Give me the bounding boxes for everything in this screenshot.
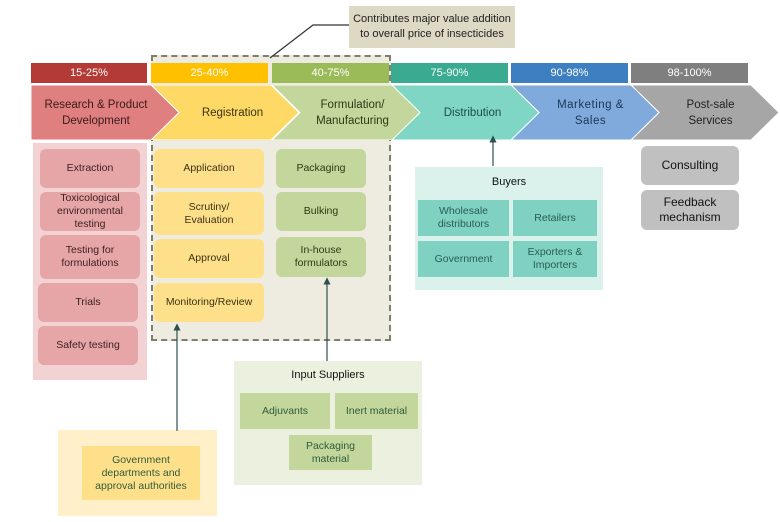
item-text: Trials (75, 296, 101, 308)
item-text: Scrutiny/ (188, 200, 230, 213)
item-text: Packaging (296, 162, 346, 174)
buyer-item-government: Government (418, 241, 509, 277)
item-text: Adjuvants (261, 404, 309, 417)
item-text: testing (74, 218, 106, 230)
percent-bar-rd: 15-25% (31, 63, 147, 83)
percent-label: 40-75% (311, 67, 350, 79)
percent-bar-formulation: 40-75% (272, 63, 389, 83)
stage-label-line: Services (688, 114, 733, 127)
item-text: Government (434, 252, 493, 265)
registration-item-application: Application (154, 149, 264, 188)
item-text: Feedback (663, 195, 717, 209)
formulation-item-bulking: Bulking (276, 192, 366, 231)
item-text: Evaluation (184, 213, 234, 226)
post-sale-item-consulting: Consulting (641, 146, 739, 185)
stage-label-line: Manufacturing (316, 114, 389, 127)
percent-bar-distribution: 75-90% (391, 63, 508, 83)
item-text: Exporters & (527, 246, 583, 258)
item-text: Safety testing (56, 339, 120, 351)
callout-connector-line (269, 24, 349, 59)
registration-item-approval: Approval (154, 239, 264, 278)
item-text: Extraction (66, 162, 114, 174)
stage-label-line: Development (62, 114, 130, 127)
item-text: Wholesale (438, 205, 488, 217)
buyers-title: Buyers (491, 176, 527, 188)
stage-label-formulation: Formulation/Manufacturing (290, 85, 415, 140)
percent-label: 15-25% (70, 67, 108, 79)
item-text: Bulking (303, 205, 339, 217)
stage-label-line: Formulation/ (320, 98, 385, 111)
item-text: material (311, 452, 350, 465)
item-text: In-house (300, 244, 342, 256)
chevron-formulation (271, 85, 421, 140)
item-text: Retailers (534, 211, 576, 224)
item-text: Application (183, 162, 235, 174)
percent-bar-registration: 25-40% (151, 63, 268, 83)
formulation-item-packaging: Packaging (276, 149, 366, 188)
supplier-item-inert-material: Inert material (335, 393, 418, 429)
item-text: mechanism (659, 210, 721, 224)
percent-label: 25-40% (190, 67, 229, 79)
item-text: Packaging (305, 439, 356, 452)
input-suppliers-title: Input Suppliers (291, 369, 365, 381)
item-text: Monitoring/Review (165, 296, 253, 308)
item-text: departments and (101, 466, 181, 479)
item-text: formulators (294, 257, 348, 269)
percent-label: 98-100% (667, 67, 712, 79)
value-addition-callout: Contributes major value addition to over… (349, 6, 515, 48)
rd-item-extraction: Extraction (40, 149, 140, 188)
percent-bar-marketing: 90-98% (511, 63, 628, 83)
item-text: Testing for (65, 244, 115, 256)
value-chain-arrows (30, 85, 780, 140)
supplier-item-adjuvants: Adjuvants (240, 393, 330, 429)
stage-label-line: Distribution (443, 106, 502, 119)
chevron-rd (30, 85, 180, 140)
buyer-item-exporters: Exporters &Importers (513, 241, 597, 277)
item-text: environmental (57, 205, 123, 217)
rd-item-trials: Trials (38, 283, 138, 322)
callout-text-line1: Contributes major value addition (353, 13, 511, 25)
stage-label-line: Marketing & (557, 98, 624, 111)
stage-label-registration: Registration (170, 85, 295, 140)
stage-label-line: Post-sale (686, 98, 735, 111)
percent-label: 90-98% (550, 67, 589, 79)
callout-text-line2: to overall price of insecticides (360, 28, 504, 40)
rd-item-safety-testing: Safety testing (38, 326, 138, 365)
item-text: formulations (61, 257, 119, 269)
stage-label-distribution: Distribution (410, 85, 535, 140)
stage-label-line: Registration (201, 106, 264, 119)
percent-label: 75-90% (430, 67, 469, 79)
stage-label-marketing: Marketing & Sales (528, 85, 653, 140)
item-text: Importers (532, 259, 578, 271)
buyer-item-retailers: Retailers (513, 200, 597, 236)
item-text: distributors (437, 218, 490, 230)
percent-bar-post-sale: 98-100% (631, 63, 748, 83)
item-text: approval authorities (95, 479, 187, 492)
stage-label-line: Research & Product (44, 98, 148, 111)
item-text: Toxicological (60, 192, 120, 204)
item-text: Consulting (661, 158, 719, 172)
stage-label-line: Sales (574, 114, 607, 127)
item-text: Government (112, 453, 170, 466)
item-text: Approval (188, 252, 230, 264)
registration-item-monitoring: Monitoring/Review (154, 283, 264, 322)
item-text: Inert material (345, 404, 408, 417)
registration-item-scrutiny: Scrutiny/Evaluation (154, 192, 264, 235)
